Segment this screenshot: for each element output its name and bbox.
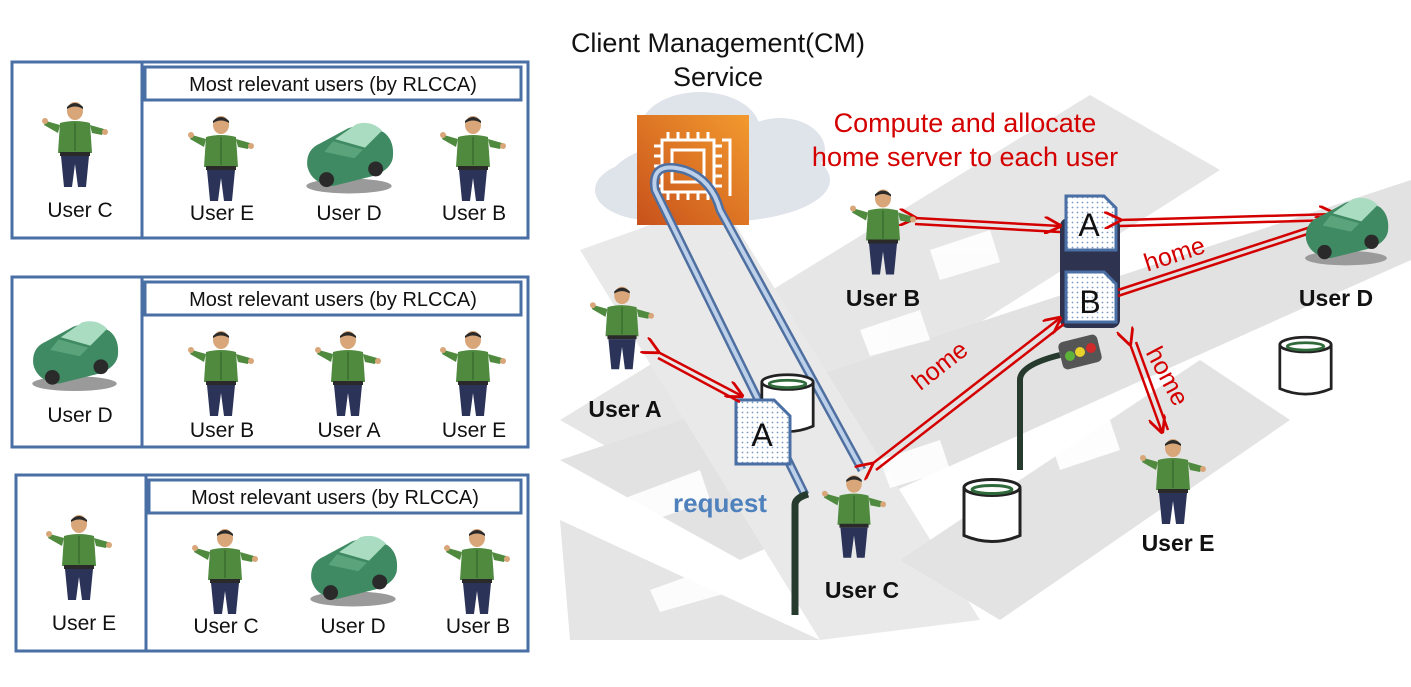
relevant-user-label: User B xyxy=(190,419,254,442)
request-label: request xyxy=(673,488,767,518)
server-label-top: A xyxy=(1078,207,1100,243)
relevant-user-label: User E xyxy=(442,419,506,442)
subject-label: User E xyxy=(52,612,116,635)
panel-header: Most relevant users (by RLCCA) xyxy=(189,289,477,311)
database-icon xyxy=(962,477,1022,544)
relevant-user-label: User B xyxy=(446,615,510,638)
user-a-label: User A xyxy=(588,396,661,422)
edge-server-stack xyxy=(1060,194,1120,328)
subject-label: User D xyxy=(47,404,112,427)
panel-header-box xyxy=(143,65,523,102)
annotation-line2: home server to each user xyxy=(812,142,1118,172)
subject-label: User C xyxy=(47,199,112,222)
service-title-line1: Client Management(CM) xyxy=(571,28,865,58)
user-e-label: User E xyxy=(1142,530,1215,556)
database-icon xyxy=(1278,335,1333,396)
service-title-line2: Service xyxy=(673,62,763,92)
panel-header: Most relevant users (by RLCCA) xyxy=(189,74,477,96)
home-links xyxy=(658,214,1335,470)
panel-header: Most relevant users (by RLCCA) xyxy=(191,487,479,509)
user-d-car-icon xyxy=(1305,197,1389,266)
relevant-user-label: User B xyxy=(442,202,506,225)
edge-server-a xyxy=(734,398,792,466)
user-b-label: User B xyxy=(846,285,920,311)
traffic-light-icon xyxy=(1058,334,1102,370)
relevance-panel: Most relevant users (by RLCCA) User D User… xyxy=(10,275,530,449)
server-label-a: A xyxy=(751,417,773,453)
relevant-user-label: User D xyxy=(316,202,381,225)
panel-header-box xyxy=(147,478,523,515)
relevant-user-label: User D xyxy=(320,615,385,638)
annotation-line1: Compute and allocate xyxy=(834,108,1097,138)
relevant-user-label: User C xyxy=(193,615,258,638)
relevance-panels: Most relevant users (by RLCCA) User C User… xyxy=(10,60,530,653)
panel-header-box xyxy=(143,280,523,317)
user-d-label: User D xyxy=(1299,285,1373,311)
relevant-user-label: User A xyxy=(317,419,380,442)
relevance-panel: Most relevant users (by RLCCA) User E User… xyxy=(14,473,530,653)
user-c-label: User C xyxy=(825,577,899,603)
relevance-panel: Most relevant users (by RLCCA) User C User… xyxy=(10,60,530,240)
relevant-user-label: User E xyxy=(190,202,254,225)
server-label-bottom: B xyxy=(1079,284,1100,320)
